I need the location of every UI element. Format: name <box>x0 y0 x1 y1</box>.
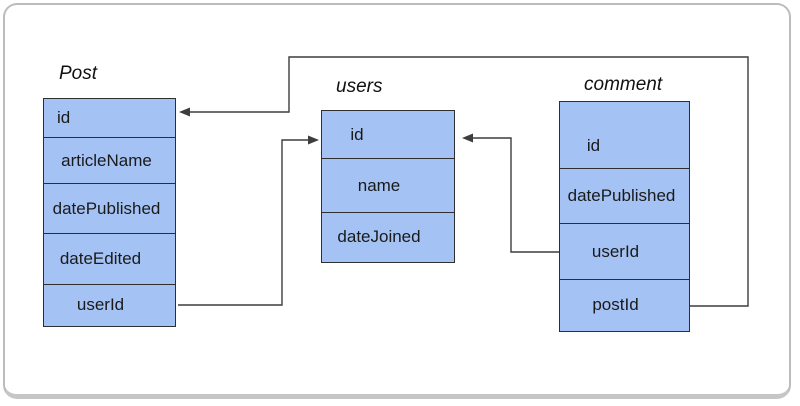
row-label: userId <box>591 241 640 261</box>
table-post[interactable]: id articleName datePublished dateEdited … <box>43 98 176 327</box>
table-title-comment: comment <box>584 74 663 95</box>
table-users-row-name[interactable]: name <box>322 159 454 213</box>
row-label: id <box>350 124 364 144</box>
table-comment-row-userid[interactable]: userId <box>560 224 689 280</box>
row-label: postId <box>592 295 639 314</box>
table-comment-row-id[interactable]: id <box>560 102 689 169</box>
table-users-row-id[interactable]: id <box>322 111 454 159</box>
table-users[interactable]: id name dateJoined <box>321 110 455 263</box>
row-label: id <box>586 136 601 155</box>
table-post-row-articlename[interactable]: articleName <box>44 138 175 184</box>
table-comment-row-postid[interactable]: postId <box>560 280 689 330</box>
table-comment-row-datepublished[interactable]: datePublished <box>560 169 689 224</box>
row-label: datePublished <box>52 198 161 218</box>
row-label: id <box>57 108 71 127</box>
row-label: datePublished <box>567 186 676 205</box>
table-users-row-datejoined[interactable]: dateJoined <box>322 213 454 261</box>
row-label: userId <box>76 295 125 314</box>
row-label: articleName <box>61 150 152 170</box>
table-post-row-id[interactable]: id <box>44 99 175 138</box>
table-title-users: users <box>336 76 383 97</box>
table-title-post: Post <box>59 63 98 84</box>
row-label: dateEdited <box>59 249 142 268</box>
table-post-row-dateedited[interactable]: dateEdited <box>44 234 175 285</box>
row-label: dateJoined <box>337 227 421 246</box>
table-post-row-userid[interactable]: userId <box>44 285 175 325</box>
row-label: name <box>357 175 401 195</box>
table-post-row-datepublished[interactable]: datePublished <box>44 184 175 234</box>
table-comment[interactable]: id datePublished userId postId <box>559 101 690 332</box>
